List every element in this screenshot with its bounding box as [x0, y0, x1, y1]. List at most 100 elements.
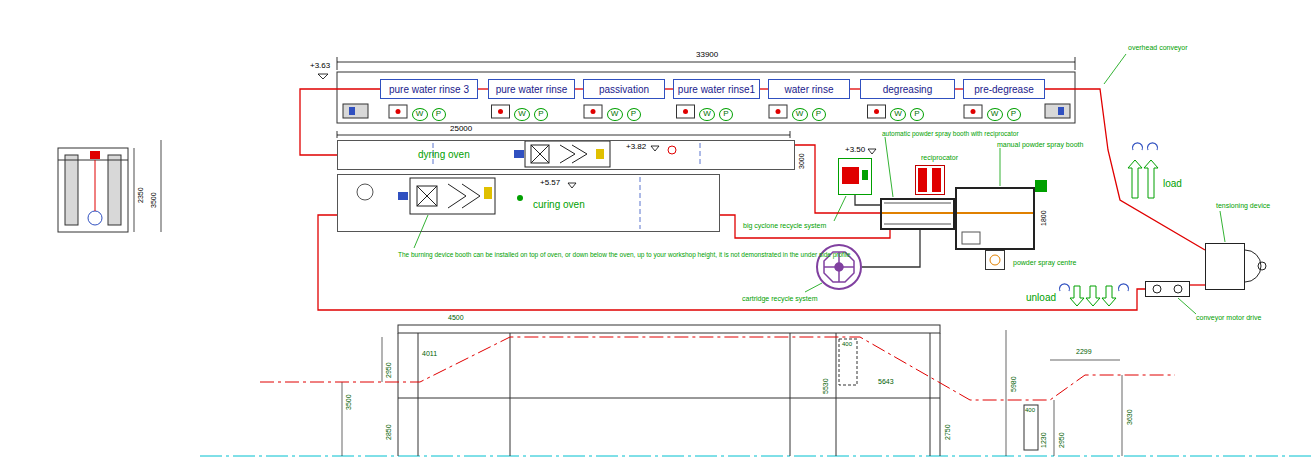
level-mark	[868, 149, 876, 154]
pump-symbol: P	[1007, 108, 1021, 121]
burner-unit	[417, 186, 437, 206]
burner-unit	[484, 187, 492, 199]
elevation-dimension	[1006, 330, 1007, 456]
pump-symbol: P	[812, 108, 826, 121]
pump-unit	[677, 105, 695, 118]
steel-frame	[398, 398, 940, 399]
level-mark	[318, 74, 328, 79]
oven-name: curing oven	[533, 199, 585, 210]
burner-unit	[517, 195, 523, 201]
pump-letter: P	[538, 110, 543, 119]
dimension-text: 3000	[798, 153, 806, 169]
process-station: water rinse	[768, 79, 850, 99]
cyclone-detail	[842, 167, 868, 184]
pump-unit	[584, 105, 602, 118]
hanger-hook	[1060, 143, 1158, 291]
duct-line	[862, 230, 920, 267]
level-text: +3.50	[845, 146, 865, 155]
conveyor-line	[850, 88, 860, 89]
conveyor-line	[760, 88, 768, 89]
elevation-dimension	[1050, 360, 1120, 361]
spray-booth-detail	[932, 168, 941, 192]
conveyor-profile	[260, 337, 1175, 400]
reciprocator: reciprocator	[915, 165, 945, 195]
level-text: +5.57	[540, 179, 560, 188]
hanger-hook	[1148, 143, 1158, 150]
side-view	[90, 151, 100, 159]
station-name: degreasing	[883, 84, 932, 95]
pump-letter: P	[914, 110, 919, 119]
load-arrow	[1070, 286, 1084, 306]
process-station: passivation	[583, 79, 665, 99]
equipment-label: big cyclone recycle system	[743, 222, 826, 230]
burner-unit	[357, 184, 373, 200]
burner-unit	[410, 178, 495, 214]
pump-symbol: P	[910, 108, 924, 121]
oven-partition	[433, 143, 434, 167]
dimension-text: 4011	[422, 350, 437, 358]
oven-name: dyring oven	[418, 149, 470, 160]
dimension-line	[337, 57, 1075, 138]
station-name: pre-degrease	[974, 84, 1033, 95]
steel-frame	[398, 325, 1038, 456]
station-name: water rinse	[785, 84, 834, 95]
station-name: pure water rinse 3	[389, 84, 469, 95]
pump-symbol: W	[699, 108, 715, 121]
steel-frame	[1024, 405, 1038, 450]
burner-unit	[531, 145, 549, 163]
pump-unit	[874, 109, 879, 114]
pump-unit	[492, 105, 510, 118]
pretreatment-tunnel	[349, 107, 355, 115]
pump-letter: W	[894, 110, 902, 119]
hanger-hook	[1132, 143, 1142, 150]
pump-letter: W	[703, 110, 711, 119]
dimension-text: 2350	[137, 187, 145, 203]
elevation-dimension	[382, 337, 383, 382]
conveyor-profile	[260, 337, 1175, 400]
pump-unit	[591, 109, 596, 114]
pump-unit	[396, 109, 401, 114]
pump-symbol: W	[412, 108, 428, 121]
side-view	[161, 140, 162, 232]
level-mark	[568, 183, 576, 188]
motor-drive: conveyor motor drive	[1145, 281, 1190, 297]
spray-booth-detail	[962, 232, 980, 244]
pump-letter: P	[436, 110, 441, 119]
callout-label: load	[1163, 178, 1182, 189]
station-name: passivation	[599, 84, 649, 95]
level-mark	[318, 74, 876, 188]
level-mark	[651, 146, 659, 151]
equipment-label: automatic powder spray booth with recipr…	[882, 130, 1019, 137]
spray-booth: manual powder spray booth	[955, 187, 1035, 250]
cartridge-filter: cartridge recycle system	[816, 244, 862, 290]
cartridge-detail	[824, 266, 854, 268]
pump-symbol: W	[607, 108, 623, 121]
process-station: pure water rinse	[488, 79, 575, 99]
pump-letter: W	[518, 110, 526, 119]
spray-booth-detail	[990, 255, 1000, 265]
equipment-label: reciprocator	[921, 154, 958, 162]
burner-unit	[417, 186, 437, 206]
powder-centre: powder spray centre	[985, 250, 1005, 270]
dimension-line	[337, 57, 338, 70]
tensioning-wheel	[1174, 285, 1182, 293]
dimension-text: 5530	[822, 378, 830, 394]
pump-unit	[964, 105, 982, 118]
burner-unit	[668, 146, 676, 154]
pump-unit	[389, 105, 407, 118]
dimension-text: 3500	[345, 394, 353, 410]
leader-line	[1220, 211, 1225, 242]
load-arrow	[1070, 160, 1158, 306]
dimension-text: 33900	[696, 51, 718, 60]
elevation-dimension	[342, 382, 343, 456]
station-name: pure water rinse	[496, 84, 568, 95]
dimension-line	[337, 62, 1075, 63]
dimension-text: 5980	[1010, 376, 1018, 392]
steel-frame	[418, 333, 419, 456]
pump-unit	[498, 109, 503, 114]
leader-line	[885, 137, 893, 197]
side-view	[108, 155, 121, 225]
conveyor-line	[318, 215, 1145, 310]
pump-letter: W	[796, 110, 804, 119]
pump-unit	[389, 105, 982, 118]
